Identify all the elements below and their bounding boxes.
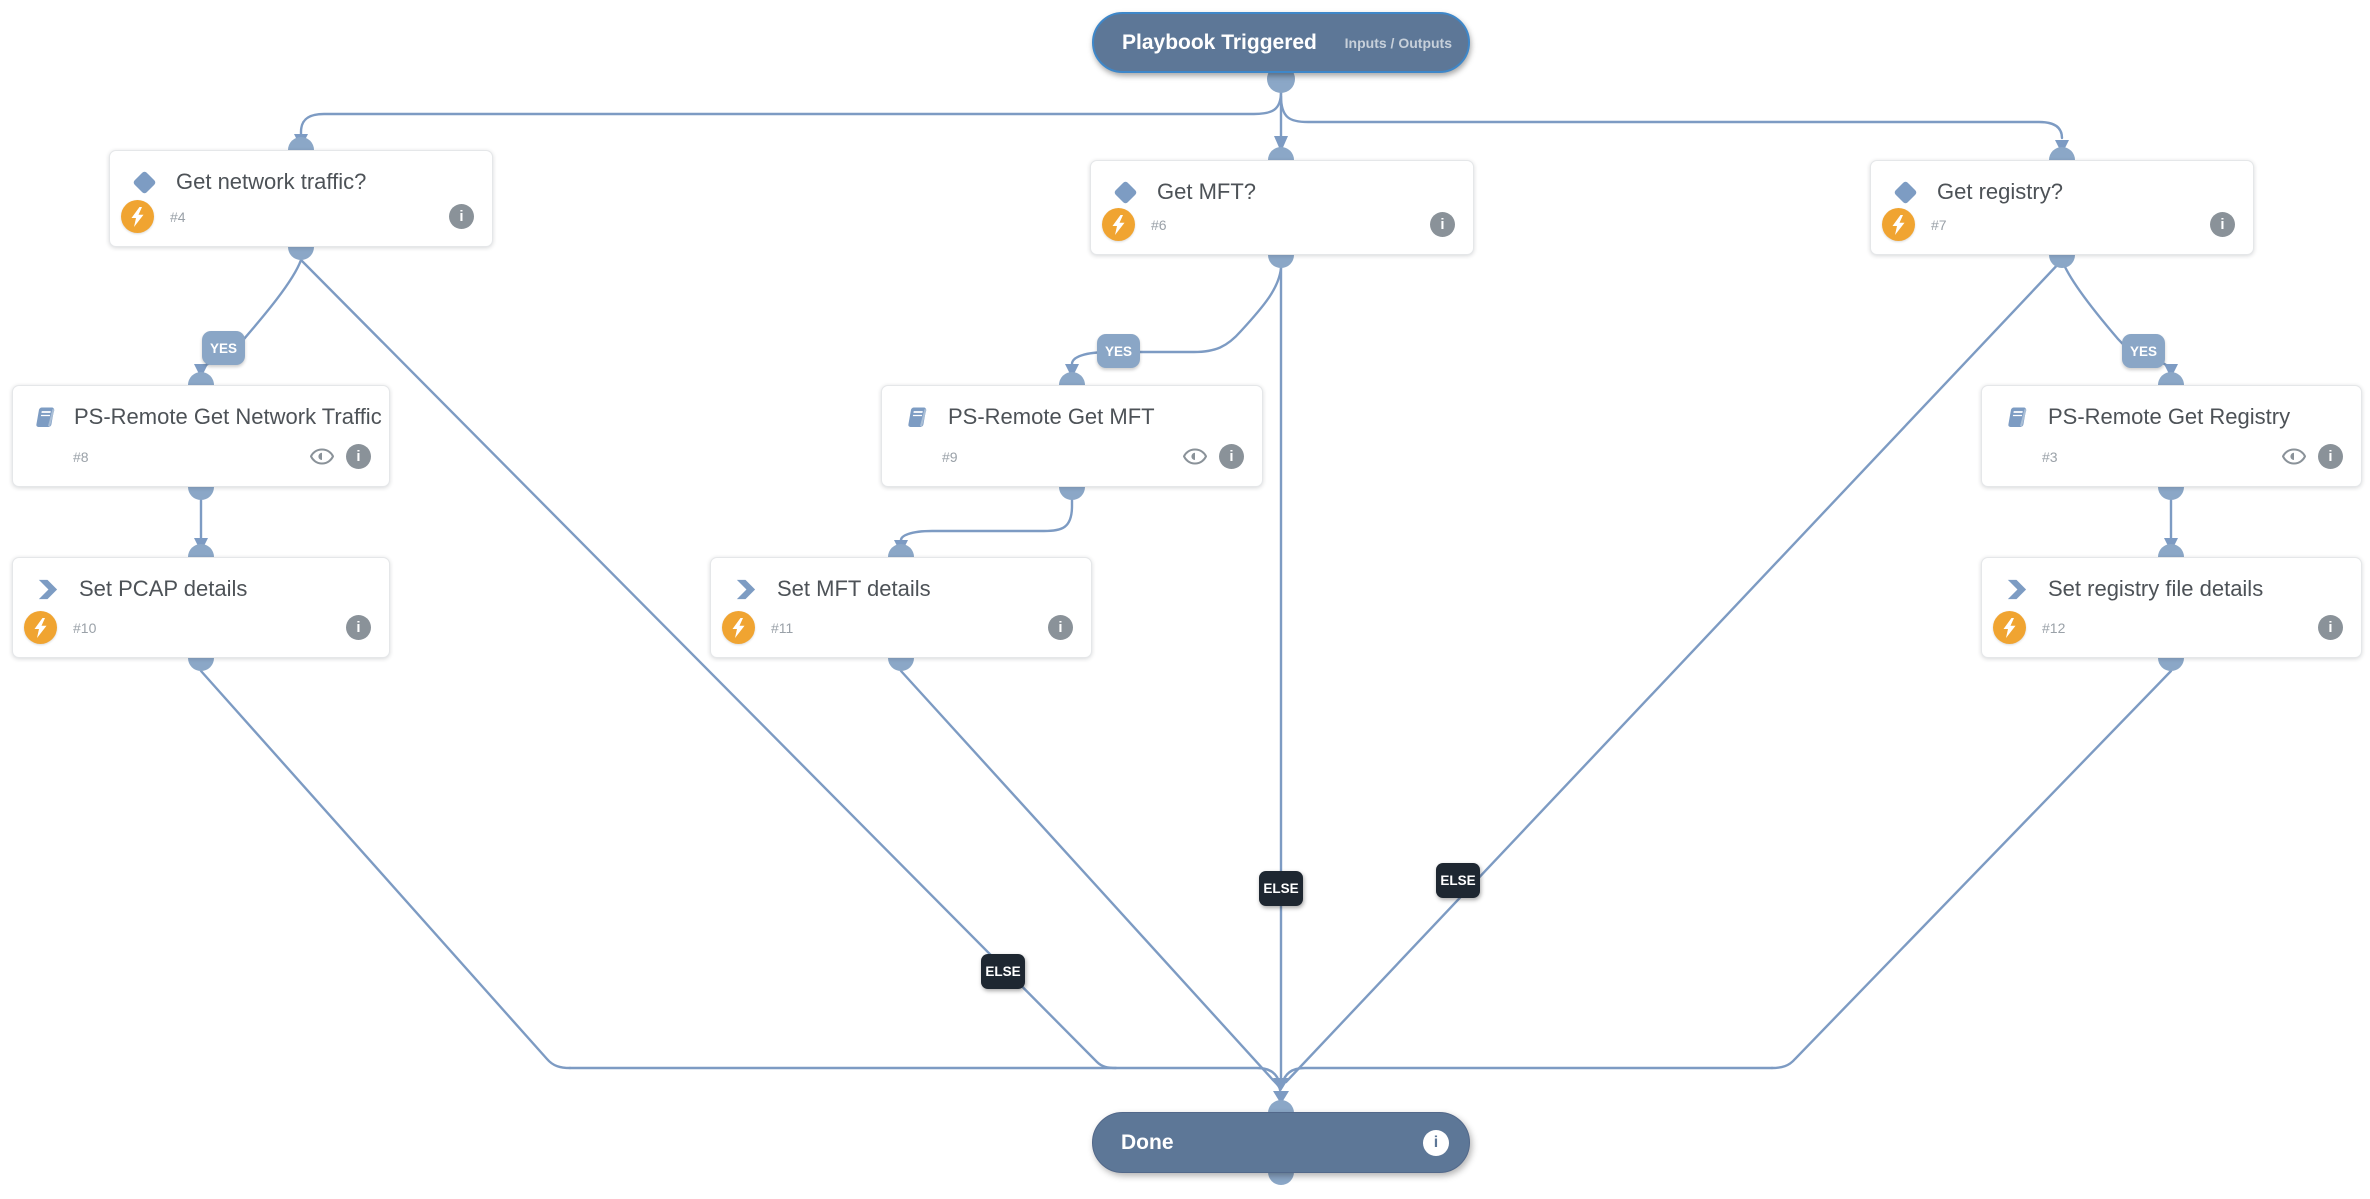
edge-label-yes: YES (202, 331, 245, 365)
playbook-trigger-node[interactable]: Playbook Triggered Inputs / Outputs (1092, 12, 1470, 73)
task-node-set-mft-details[interactable]: Set MFT details #11 i (710, 557, 1092, 658)
edge-bottom-right-collector (1280, 1066, 1774, 1086)
task-chevron-icon (729, 578, 761, 601)
edge-label-yes: YES (1097, 334, 1140, 368)
info-icon[interactable]: i (346, 615, 371, 640)
edge-start-to-get-registry (1279, 94, 2064, 140)
arrowhead (1273, 1078, 1289, 1091)
info-icon[interactable]: i (1048, 615, 1073, 640)
info-icon[interactable]: i (1430, 212, 1455, 237)
node-title: Get network traffic? (176, 169, 367, 194)
automation-lightning-icon (722, 611, 755, 644)
automation-lightning-icon (1102, 208, 1135, 241)
node-id: #10 (73, 619, 97, 636)
task-chevron-icon (2000, 578, 2032, 601)
preview-eye-icon[interactable] (310, 448, 334, 465)
info-icon[interactable]: i (1219, 444, 1244, 469)
node-title: Get registry? (1937, 179, 2063, 204)
playbook-node-ps-remote-get-mft[interactable]: PS-Remote Get MFT #9 i (881, 385, 1263, 487)
edge-start-to-get-network-traffic (299, 90, 1283, 138)
condition-diamond-icon (1889, 179, 1921, 205)
node-id: #6 (1151, 216, 1167, 233)
automation-lightning-icon (1993, 611, 2026, 644)
condition-node-get-network-traffic[interactable]: Get network traffic? #4 i (109, 150, 493, 247)
node-id: #11 (771, 619, 794, 636)
edge-else-registry (1284, 258, 2064, 1084)
edge-label-else: ELSE (981, 954, 1025, 989)
task-node-set-pcap-details[interactable]: Set PCAP details #10 i (12, 557, 390, 658)
info-icon[interactable]: i (1423, 1129, 1449, 1156)
edge-label-else: ELSE (1436, 863, 1480, 898)
condition-node-get-mft[interactable]: Get MFT? #6 i (1090, 160, 1474, 255)
condition-diamond-icon (1109, 179, 1141, 205)
edge-setpcap-to-done (199, 669, 572, 1070)
done-title: Done (1121, 1130, 1174, 1154)
node-id: #3 (2042, 448, 2058, 465)
task-node-set-registry-file-details[interactable]: Set registry file details #12 i (1981, 557, 2362, 658)
arrowhead (1273, 1091, 1289, 1104)
node-id: #4 (170, 208, 186, 225)
arrowhead (1065, 364, 1079, 378)
task-chevron-icon (31, 578, 63, 601)
playbook-node-ps-remote-get-registry[interactable]: PS-Remote Get Registry #3 i (1981, 385, 2362, 487)
preview-eye-icon[interactable] (2282, 448, 2306, 465)
node-title: Get MFT? (1157, 179, 1257, 204)
node-title: Set PCAP details (79, 576, 248, 601)
condition-diamond-icon (128, 169, 160, 195)
condition-node-get-registry[interactable]: Get registry? #7 i (1870, 160, 2254, 255)
playbook-book-icon (31, 404, 58, 431)
info-icon[interactable]: i (2318, 444, 2343, 469)
node-id: #8 (73, 448, 89, 465)
automation-lightning-icon (1882, 208, 1915, 241)
edge-bottom-left-collector (568, 1066, 1282, 1086)
done-node[interactable]: Done i (1092, 1112, 1470, 1173)
node-title: Set registry file details (2048, 576, 2264, 601)
playbook-trigger-title: Playbook Triggered (1122, 30, 1317, 54)
inputs-outputs-button[interactable]: Inputs / Outputs (1344, 34, 1452, 51)
edge-ps-mft-to-setmft (899, 498, 1074, 542)
playbook-book-icon (900, 404, 932, 431)
playbook-node-ps-remote-get-network-traffic[interactable]: PS-Remote Get Network Traffic #8 i (12, 385, 390, 487)
playbook-book-icon (2000, 404, 2032, 431)
edge-label-yes: YES (2122, 334, 2165, 368)
edge-setmft-to-done (899, 669, 1282, 1092)
node-title: PS-Remote Get MFT (948, 404, 1155, 429)
node-id: #9 (942, 448, 958, 465)
edge-else-network-traffic (299, 258, 1118, 1070)
info-icon[interactable]: i (346, 444, 371, 469)
node-title: PS-Remote Get Registry (2048, 404, 2291, 429)
arrowhead (2164, 364, 2178, 378)
edge-setregistry-to-done (1770, 669, 2173, 1070)
arrowhead (1274, 136, 1288, 152)
node-title: Set MFT details (777, 576, 931, 601)
edge-label-else: ELSE (1259, 871, 1303, 906)
automation-lightning-icon (121, 200, 154, 233)
node-id: #7 (1931, 216, 1947, 233)
edge-yes-mft (1070, 266, 1283, 366)
node-id: #12 (2042, 619, 2066, 636)
info-icon[interactable]: i (2318, 615, 2343, 640)
preview-eye-icon[interactable] (1183, 448, 1207, 465)
info-icon[interactable]: i (2210, 212, 2235, 237)
node-title: PS-Remote Get Network Traffic (74, 404, 382, 429)
automation-lightning-icon (24, 611, 57, 644)
info-icon[interactable]: i (449, 204, 474, 229)
arrowhead (194, 364, 208, 378)
